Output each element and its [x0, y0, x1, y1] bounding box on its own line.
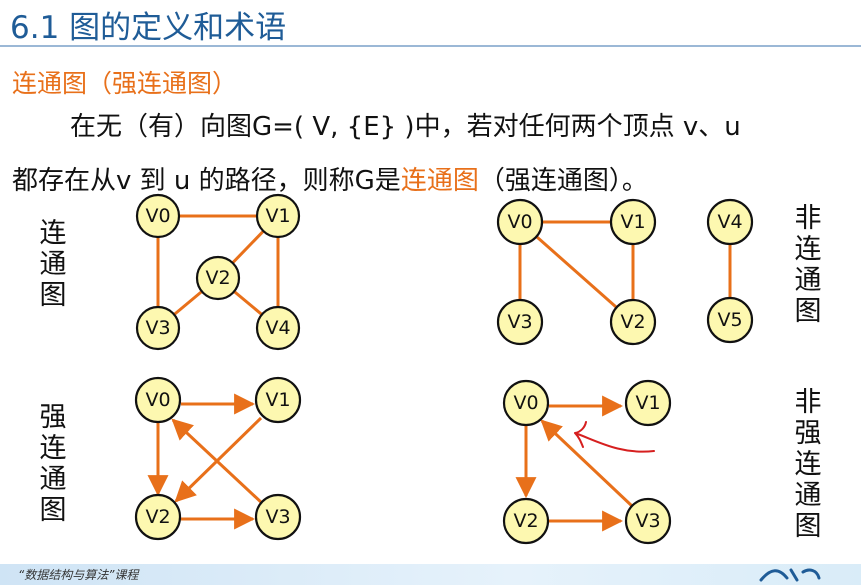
svg-text:V3: V3 — [265, 506, 290, 528]
vertical-label-char: 通 — [794, 480, 822, 511]
g3-node-v3: V3 — [254, 493, 302, 541]
g2-edge-v0-v2 — [519, 220, 634, 324]
g3-arc-v3-v0 — [171, 418, 265, 506]
vertical-label-char: 强 — [794, 418, 822, 449]
g4-node-v3: V3 — [624, 497, 672, 545]
g3-node-v0: V0 — [134, 376, 182, 424]
vertical-label-char: 通 — [39, 249, 67, 280]
svg-text:V0: V0 — [507, 211, 532, 233]
label-not-connected: 非连通图 — [791, 203, 825, 327]
label-not-strongly-connected: 非强连通图 — [791, 387, 825, 542]
g4-node-v0: V0 — [502, 379, 550, 427]
highlight-term: 连通图 — [400, 166, 479, 196]
label-strongly-connected: 强连通图 — [36, 402, 70, 526]
g2-node-v2: V2 — [609, 298, 657, 346]
svg-text:V4: V4 — [717, 211, 742, 233]
paragraph-line-1: 在无（有）向图G=( V, {E} )中，若对任何两个顶点 v、u — [70, 112, 741, 142]
vertical-label-char: 图 — [794, 511, 822, 542]
g1-node-v3: V3 — [135, 305, 181, 351]
svg-text:V1: V1 — [635, 392, 660, 414]
svg-text:V0: V0 — [513, 392, 538, 414]
g1-node-v4: V4 — [255, 305, 301, 351]
title-divider — [0, 45, 861, 47]
g2-node-v3: V3 — [496, 298, 544, 346]
vertical-label-char: 连 — [39, 218, 67, 249]
g2-node-v5: V5 — [706, 296, 754, 344]
g3-arc-v1-v2 — [174, 416, 263, 503]
label-connected: 连通图 — [36, 218, 70, 311]
svg-text:V0: V0 — [145, 389, 170, 411]
svg-text:V2: V2 — [513, 510, 538, 532]
vertical-label-char: 通 — [794, 265, 822, 296]
svg-text:V1: V1 — [265, 389, 290, 411]
vertical-label-char: 连 — [794, 234, 822, 265]
section-subtitle: 连通图（强连通图） — [12, 69, 238, 98]
vertical-label-char: 非 — [794, 387, 822, 418]
vertical-label-char: 连 — [39, 433, 67, 464]
g2-node-v1: V1 — [609, 198, 657, 246]
g3-node-v2: V2 — [134, 493, 182, 541]
g1-node-v0: V0 — [135, 193, 181, 239]
vertical-label-char: 连 — [794, 449, 822, 480]
svg-text:V2: V2 — [620, 311, 645, 333]
g2-node-v0: V0 — [496, 198, 544, 246]
g1-node-v2: V2 — [195, 255, 241, 301]
g4-node-v1: V1 — [624, 379, 672, 427]
slide-footer: “数据结构与算法”课程 — [0, 564, 861, 585]
svg-text:V1: V1 — [620, 211, 645, 233]
g1-node-v1: V1 — [255, 193, 301, 239]
svg-text:V2: V2 — [205, 267, 230, 289]
vertical-label-char: 图 — [39, 495, 67, 526]
g2-node-v4: V4 — [706, 198, 754, 246]
page-title: 6.1 图的定义和术语 — [10, 10, 287, 46]
svg-text:V3: V3 — [635, 510, 660, 532]
svg-text:V2: V2 — [145, 506, 170, 528]
vertical-label-char: 通 — [39, 464, 67, 495]
svg-text:V4: V4 — [265, 317, 290, 339]
svg-text:V5: V5 — [717, 309, 742, 331]
vertical-label-char: 图 — [794, 296, 822, 327]
logo-icon — [759, 568, 821, 582]
svg-text:V3: V3 — [507, 311, 532, 333]
g4-arc-v3-v0 — [540, 419, 634, 508]
annotation-arrow-icon — [574, 421, 655, 453]
vertical-label-char: 图 — [39, 280, 67, 311]
paragraph-text-b: （强连通图）。 — [478, 166, 648, 196]
svg-text:V3: V3 — [145, 317, 170, 339]
svg-text:V0: V0 — [145, 205, 170, 227]
g4-node-v2: V2 — [502, 497, 550, 545]
vertical-label-char: 强 — [39, 402, 67, 433]
paragraph-text-a: 都存在从v 到 u 的路径，则称G是 — [12, 166, 401, 196]
vertical-label-char: 非 — [794, 203, 822, 234]
g3-node-v1: V1 — [254, 376, 302, 424]
footer-text: “数据结构与算法”课程 — [18, 568, 139, 582]
svg-text:V1: V1 — [265, 205, 290, 227]
paragraph-line-2: 都存在从v 到 u 的路径，则称G是连通图（强连通图）。 — [12, 160, 648, 197]
